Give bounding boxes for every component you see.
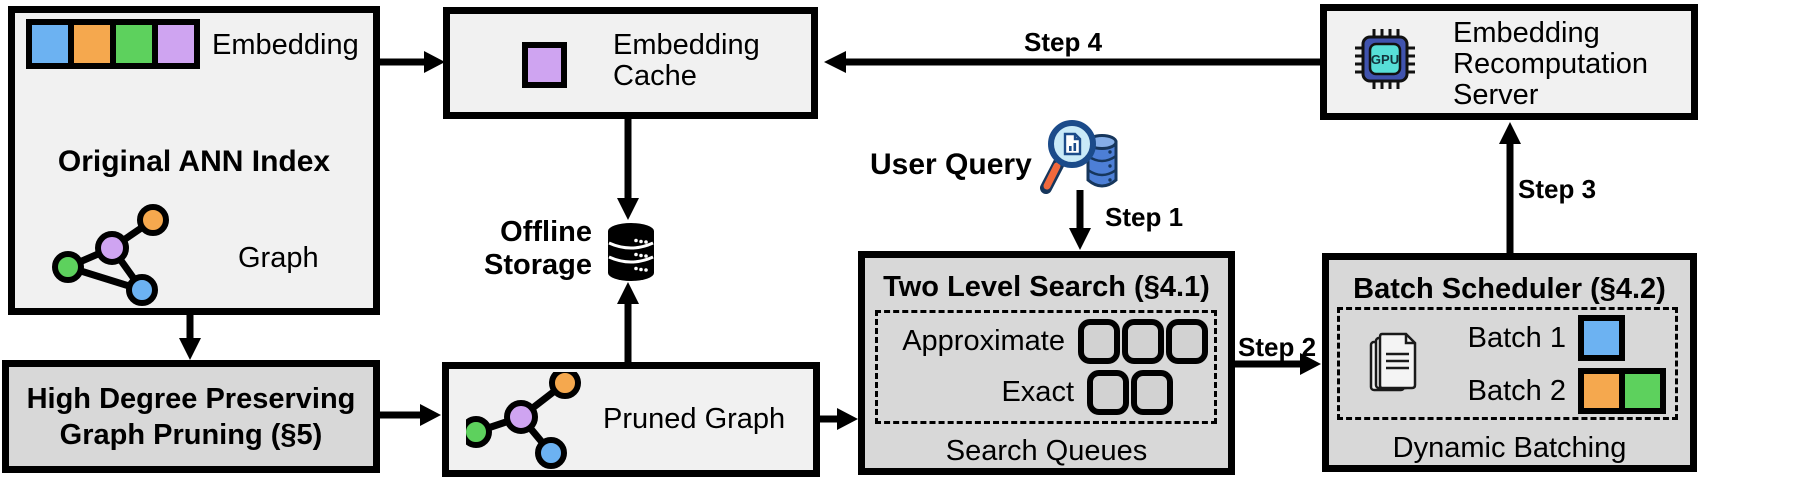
embedding-cache-box: Embedding Cache: [443, 7, 818, 119]
arrow-pruned-to-search: [818, 408, 858, 430]
batch1-squares: [1578, 315, 1625, 361]
approximate-label: Approximate: [902, 325, 1065, 357]
batch2-label: Batch 2: [1467, 374, 1566, 407]
arrow-pruning-to-pruned: [378, 404, 441, 426]
documents-icon: [1369, 332, 1417, 392]
batch-cell: [1584, 374, 1619, 408]
batch-cell: [1625, 374, 1660, 408]
cached-embedding-square-icon: [522, 42, 567, 88]
exact-queue-row: Exact: [884, 370, 1208, 415]
magnifier-handle: [1043, 162, 1061, 190]
server-label: Embedding Recomputation Server: [1453, 17, 1649, 111]
arrow-step1: [1069, 190, 1091, 250]
graph-node-green: [52, 251, 84, 283]
search-queues-panel: Approximate Exact: [875, 310, 1217, 424]
pruned-graph-label: Pruned Graph: [603, 403, 786, 435]
exact-label: Exact: [1001, 376, 1074, 408]
embedding-square: [158, 25, 194, 63]
batch1-label: Batch 1: [1467, 321, 1566, 354]
graph-node-purple: [504, 400, 538, 434]
pruning-title-line1: High Degree Preserving: [26, 382, 356, 415]
step2-label: Step 2: [1238, 332, 1317, 362]
arrow-ann-to-pruning: [179, 313, 201, 360]
original-ann-index-box: Embedding Original ANN Index Graph: [8, 6, 380, 315]
embedding-square: [32, 25, 68, 63]
dynamic-batching-panel: Batch 1 Batch 2: [1337, 307, 1678, 420]
user-query-label: User Query: [870, 148, 1032, 181]
graph-node-orange: [137, 204, 169, 236]
dynamic-batching-caption: Dynamic Batching: [1392, 432, 1627, 464]
graph-node-blue: [535, 437, 567, 469]
graph-node-blue: [126, 274, 158, 306]
pruning-title-line2: Graph Pruning (§5): [59, 418, 323, 451]
batch2-row: Batch 2: [1443, 368, 1666, 414]
embedding-square: [116, 25, 152, 63]
pruned-graph-icon: [466, 372, 581, 469]
query-search-icon: [1040, 120, 1118, 194]
document-in-lens: [1063, 132, 1082, 156]
pruned-graph-box: Pruned Graph: [442, 362, 820, 477]
offline-storage-label: Offline Storage: [484, 216, 592, 281]
approximate-slots: [1078, 319, 1208, 364]
graph-label: Graph: [238, 242, 319, 274]
batch-cell: [1584, 321, 1619, 355]
arrow-cache-to-storage: [617, 118, 639, 220]
graph-node-orange: [549, 372, 581, 399]
two-level-search-title: Two Level Search (§4.1): [883, 271, 1210, 303]
embedding-label: Embedding: [212, 29, 359, 61]
arrow-pruned-to-storage: [617, 282, 639, 364]
graph-pruning-box: High Degree Preserving Graph Pruning (§5…: [2, 360, 380, 473]
gpu-text: GPU: [1371, 52, 1399, 67]
queue-slot: [1087, 370, 1129, 415]
queue-slot: [1166, 319, 1208, 364]
queue-slot: [1122, 319, 1164, 364]
embedding-strip-icon: [26, 19, 200, 69]
queue-slot: [1078, 319, 1120, 364]
arrow-ann-to-cache: [378, 51, 445, 73]
two-level-search-box: Two Level Search (§4.1) Approximate Exac…: [858, 251, 1235, 475]
batch-scheduler-box: Batch Scheduler (§4.2) Batch 1 Batch 2 D…: [1322, 253, 1697, 472]
database-icon: [608, 223, 654, 281]
step4-label: Step 4: [1024, 27, 1103, 57]
graph-node-green: [466, 416, 492, 448]
batch-scheduler-title: Batch Scheduler (§4.2): [1353, 273, 1666, 305]
queue-slot: [1131, 370, 1173, 415]
embedding-square: [74, 25, 110, 63]
embedding-cache-label: Embedding Cache: [613, 29, 760, 92]
gpu-chip-icon: GPU: [1355, 29, 1415, 89]
recomputation-server-box: GPU Embedding Recomputation Server: [1320, 4, 1698, 120]
step3-label: Step 3: [1518, 174, 1597, 204]
batch2-squares: [1578, 368, 1666, 414]
ann-index-title: Original ANN Index: [57, 145, 331, 178]
search-queues-caption: Search Queues: [945, 435, 1148, 467]
approximate-queue-row: Approximate: [884, 319, 1208, 364]
exact-slots: [1087, 370, 1173, 415]
step1-label: Step 1: [1105, 202, 1184, 232]
graph-node-purple: [95, 231, 129, 265]
ann-graph-icon: [52, 204, 169, 306]
batch1-row: Batch 1: [1443, 315, 1625, 361]
